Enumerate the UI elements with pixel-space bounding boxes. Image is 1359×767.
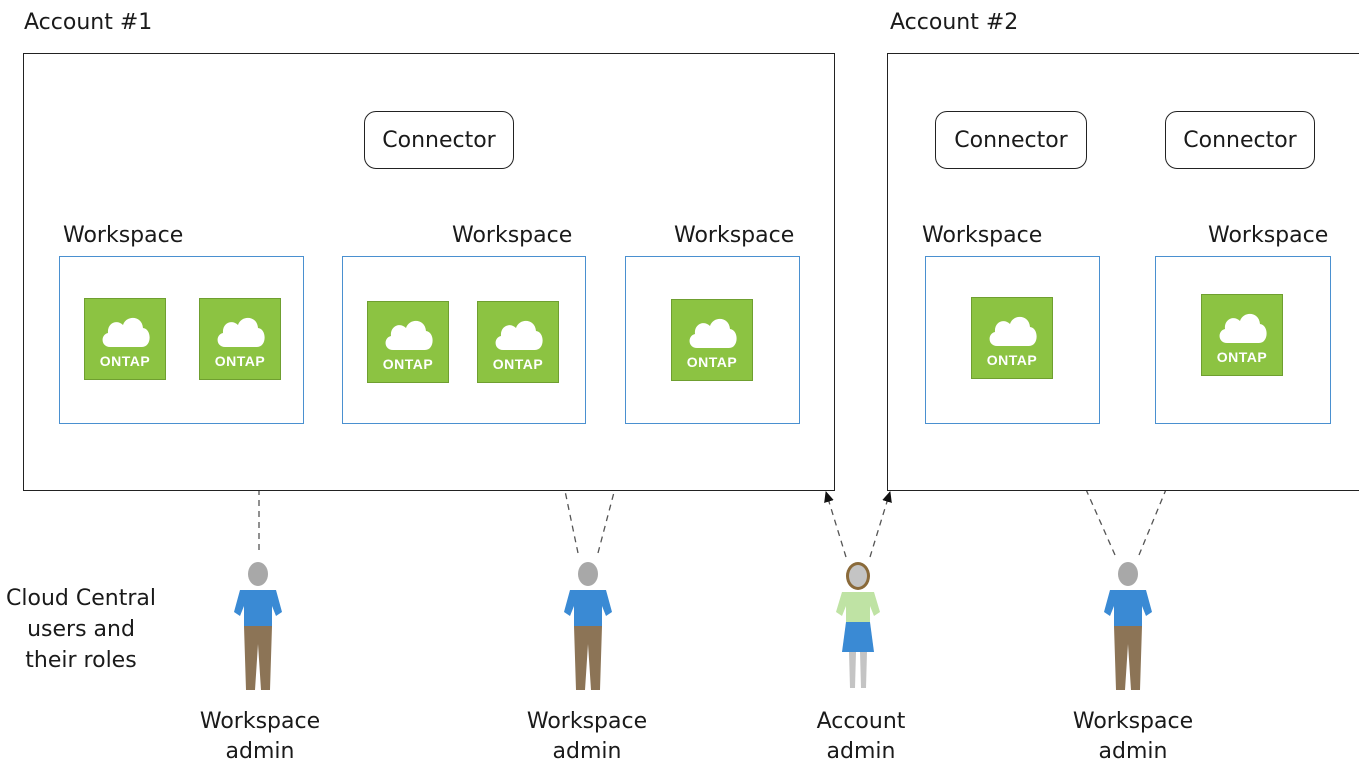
workspace-label: Workspace [1208, 223, 1329, 248]
role-label-line: admin [225, 739, 295, 764]
role-label: Workspace admin [170, 707, 350, 767]
connector-box: Connector [935, 111, 1087, 169]
workspace-admin-person-icon [564, 562, 612, 690]
users-caption: Cloud Central users and their roles [6, 583, 156, 676]
role-label-line: admin [1098, 739, 1168, 764]
access-arrow [869, 491, 892, 558]
role-label: Account admin [771, 707, 951, 767]
cloud-icon [689, 318, 737, 348]
ontap-label: ONTAP [214, 353, 266, 369]
ontap-tile: ONTAP [971, 297, 1053, 379]
users-caption-line: users and [27, 617, 135, 642]
ontap-label: ONTAP [686, 354, 738, 370]
role-label-line: Workspace [1072, 709, 1194, 734]
ontap-tile: ONTAP [84, 298, 166, 380]
role-label-line: Workspace [526, 709, 648, 734]
users-caption-line: Cloud Central [6, 586, 156, 611]
cloud-icon [989, 316, 1037, 346]
connector-box: Connector [364, 111, 514, 169]
ontap-tile: ONTAP [477, 301, 559, 383]
ontap-tile: ONTAP [199, 298, 281, 380]
users-caption-line: their roles [25, 648, 137, 673]
ontap-label: ONTAP [382, 356, 434, 372]
account-2-title: Account #2 [890, 10, 1019, 35]
account-admin-person-icon [836, 562, 880, 688]
workspace-admin-person-icon [1104, 562, 1152, 690]
cloud-icon [495, 320, 543, 350]
cloud-icon [217, 317, 265, 347]
ontap-label: ONTAP [1216, 349, 1268, 365]
connector-label: Connector [1183, 127, 1297, 153]
ontap-tile: ONTAP [367, 301, 449, 383]
role-label: Workspace admin [497, 707, 677, 767]
connector-label: Connector [954, 127, 1068, 153]
role-label-line: admin [826, 739, 896, 764]
workspace-label: Workspace [674, 223, 795, 248]
access-arrow [824, 491, 847, 558]
account-1-title: Account #1 [24, 10, 153, 35]
ontap-label: ONTAP [99, 353, 151, 369]
role-label-line: admin [552, 739, 622, 764]
role-label-line: Account [816, 709, 906, 734]
workspace-label: Workspace [63, 223, 184, 248]
workspace-label: Workspace [922, 223, 1043, 248]
role-label: Workspace admin [1043, 707, 1223, 767]
cloud-icon [102, 317, 150, 347]
workspace-admin-person-icon [234, 562, 282, 690]
ontap-label: ONTAP [986, 352, 1038, 368]
ontap-tile: ONTAP [671, 299, 753, 381]
cloud-icon [385, 320, 433, 350]
connector-label: Connector [382, 127, 496, 153]
role-label-line: Workspace [199, 709, 321, 734]
ontap-tile: ONTAP [1201, 294, 1283, 376]
connector-box: Connector [1165, 111, 1315, 169]
cloud-icon [1219, 313, 1267, 343]
ontap-label: ONTAP [492, 356, 544, 372]
workspace-label: Workspace [452, 223, 573, 248]
